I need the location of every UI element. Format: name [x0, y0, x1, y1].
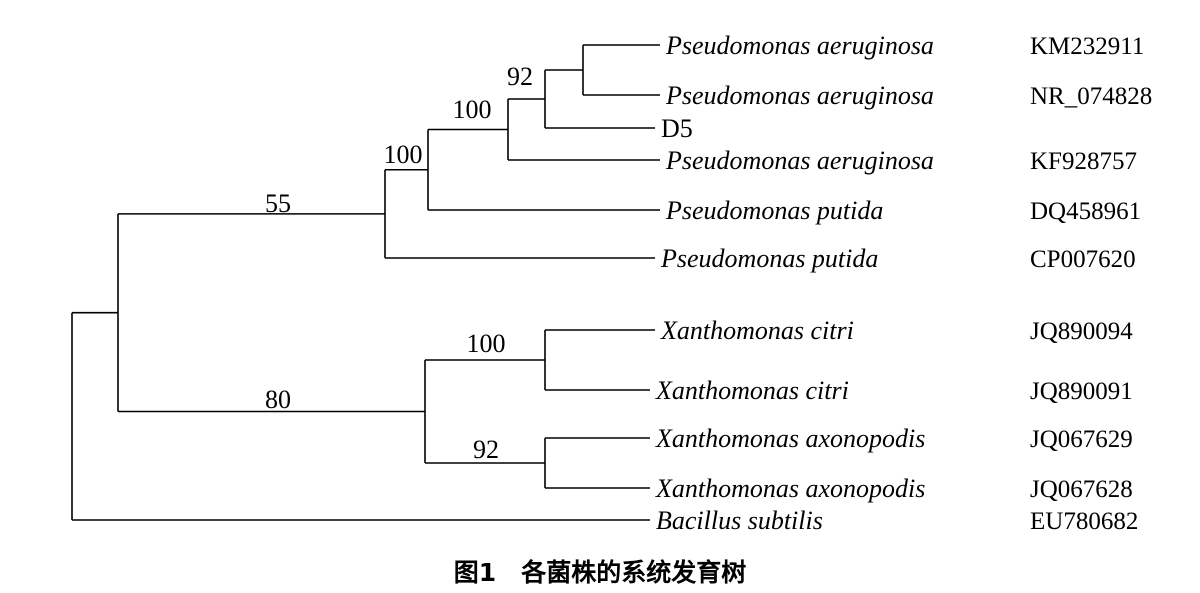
- leaf-name: Xanthomonas axonopodis: [655, 424, 925, 453]
- accession-number: DQ458961: [1030, 198, 1141, 225]
- leaf-name: D5: [661, 114, 693, 143]
- accession-number: KM232911: [1030, 33, 1144, 60]
- leaf-name: Bacillus subtilis: [656, 506, 823, 535]
- accession-number: EU780682: [1030, 508, 1138, 535]
- leaf-name: Pseudomonas aeruginosa: [665, 146, 934, 175]
- support-value: 100: [384, 140, 423, 169]
- leaf-name: Pseudomonas aeruginosa: [665, 31, 934, 60]
- leaf-name: Pseudomonas aeruginosa: [665, 81, 934, 110]
- accession-number: JQ067629: [1030, 426, 1133, 453]
- accession-number: CP007620: [1030, 246, 1136, 273]
- accession-number: JQ890094: [1030, 318, 1133, 345]
- support-value: 55: [265, 189, 291, 218]
- accession-number: KF928757: [1030, 148, 1137, 175]
- accession-number: JQ067628: [1030, 476, 1133, 503]
- leaf-name: Pseudomonas putida: [665, 196, 883, 225]
- leaf-name: Pseudomonas putida: [660, 244, 878, 273]
- figure-caption: 图1 各菌株的系统发育树: [454, 558, 746, 587]
- support-value: 80: [265, 385, 291, 414]
- leaf-name: Xanthomonas axonopodis: [655, 474, 925, 503]
- support-values: 92 100 100 55 100 92 80: [265, 62, 533, 464]
- accession-number: JQ890091: [1030, 378, 1133, 405]
- leaf-name: Xanthomonas citri: [655, 376, 849, 405]
- support-value: 92: [473, 435, 499, 464]
- accession-labels: KM232911NR_074828KF928757DQ458961CP00762…: [1030, 33, 1152, 535]
- support-value: 100: [467, 329, 506, 358]
- leaf-name: Xanthomonas citri: [660, 316, 854, 345]
- accession-number: NR_074828: [1030, 83, 1152, 110]
- support-value: 100: [453, 95, 492, 124]
- support-value: 92: [507, 62, 533, 91]
- tree-branches: [71, 44, 660, 521]
